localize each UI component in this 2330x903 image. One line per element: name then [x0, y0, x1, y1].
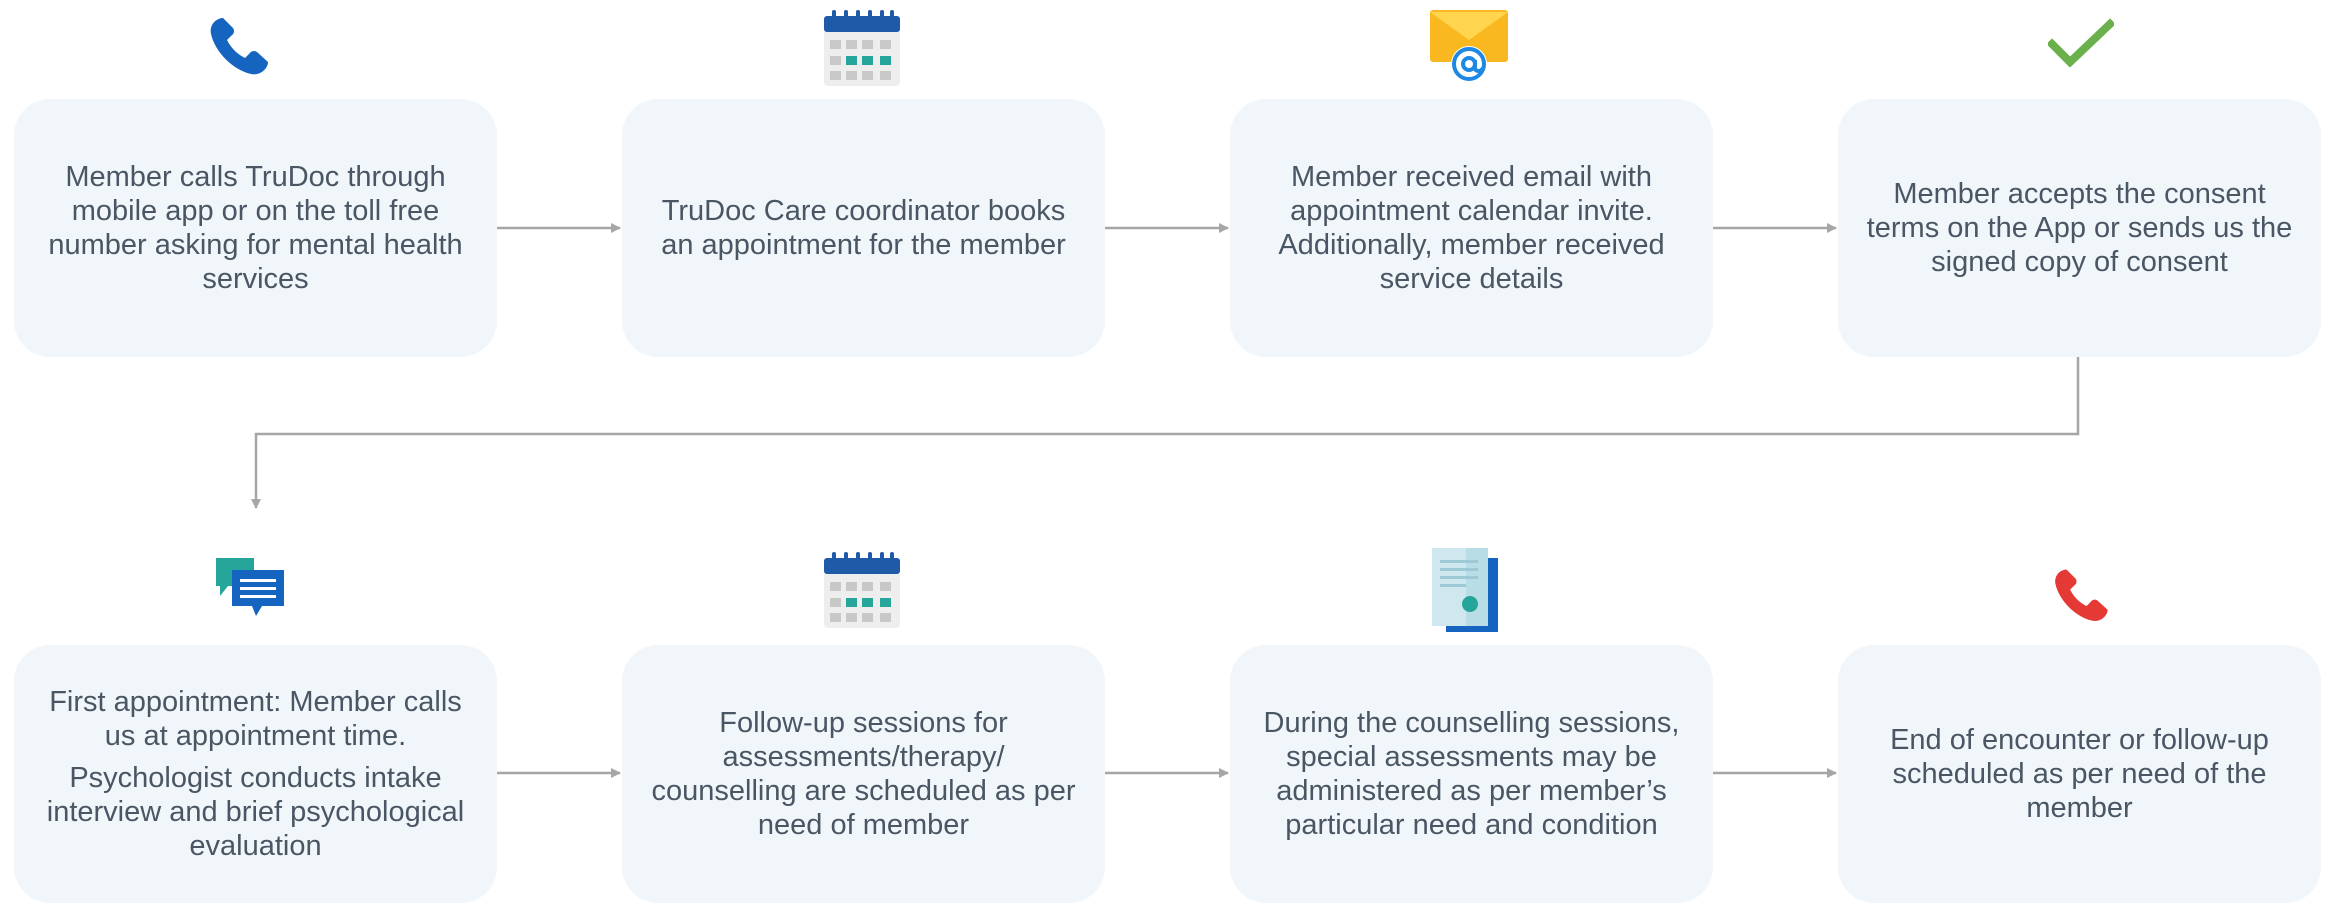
chat-icon	[216, 558, 284, 616]
step-6-text: Follow-up sessions for assessments/thera…	[651, 707, 1076, 841]
step-card-6: Follow-up sessions for assessments/thera…	[622, 645, 1105, 903]
calendar-icon	[824, 10, 900, 86]
step-card-4: Member accepts the consent terms on the …	[1838, 99, 2321, 357]
document-icon	[1432, 548, 1498, 632]
calendar-icon	[824, 552, 900, 628]
step-3-text: Member received email with appointment c…	[1278, 161, 1665, 295]
email-icon	[1430, 10, 1508, 82]
checkmark-icon	[2048, 18, 2114, 68]
step-card-1: Member calls TruDoc through mobile app o…	[14, 99, 497, 357]
arrow-4-5	[251, 357, 2080, 509]
step-card-5: First appointment: Member calls us at ap…	[14, 645, 497, 903]
phone-hangup-icon	[2055, 569, 2108, 621]
step-5-text-2: Psychologist conducts intake interview a…	[46, 762, 465, 862]
step-card-3: Member received email with appointment c…	[1230, 99, 1713, 357]
step-1-text: Member calls TruDoc through mobile app o…	[48, 161, 463, 295]
step-card-8: End of encounter or follow-up scheduled …	[1838, 645, 2321, 903]
phone-icon	[210, 18, 268, 75]
step-5-text-1: First appointment: Member calls us at ap…	[49, 686, 462, 752]
step-7-text: During the counselling sessions, special…	[1263, 707, 1680, 841]
step-card-7: During the counselling sessions, special…	[1230, 645, 1713, 903]
step-4-text: Member accepts the consent terms on the …	[1866, 178, 2293, 278]
step-8-text: End of encounter or follow-up scheduled …	[1890, 724, 2269, 824]
step-2-text: TruDoc Care coordinator books an appoint…	[661, 195, 1066, 261]
step-card-2: TruDoc Care coordinator books an appoint…	[622, 99, 1105, 357]
